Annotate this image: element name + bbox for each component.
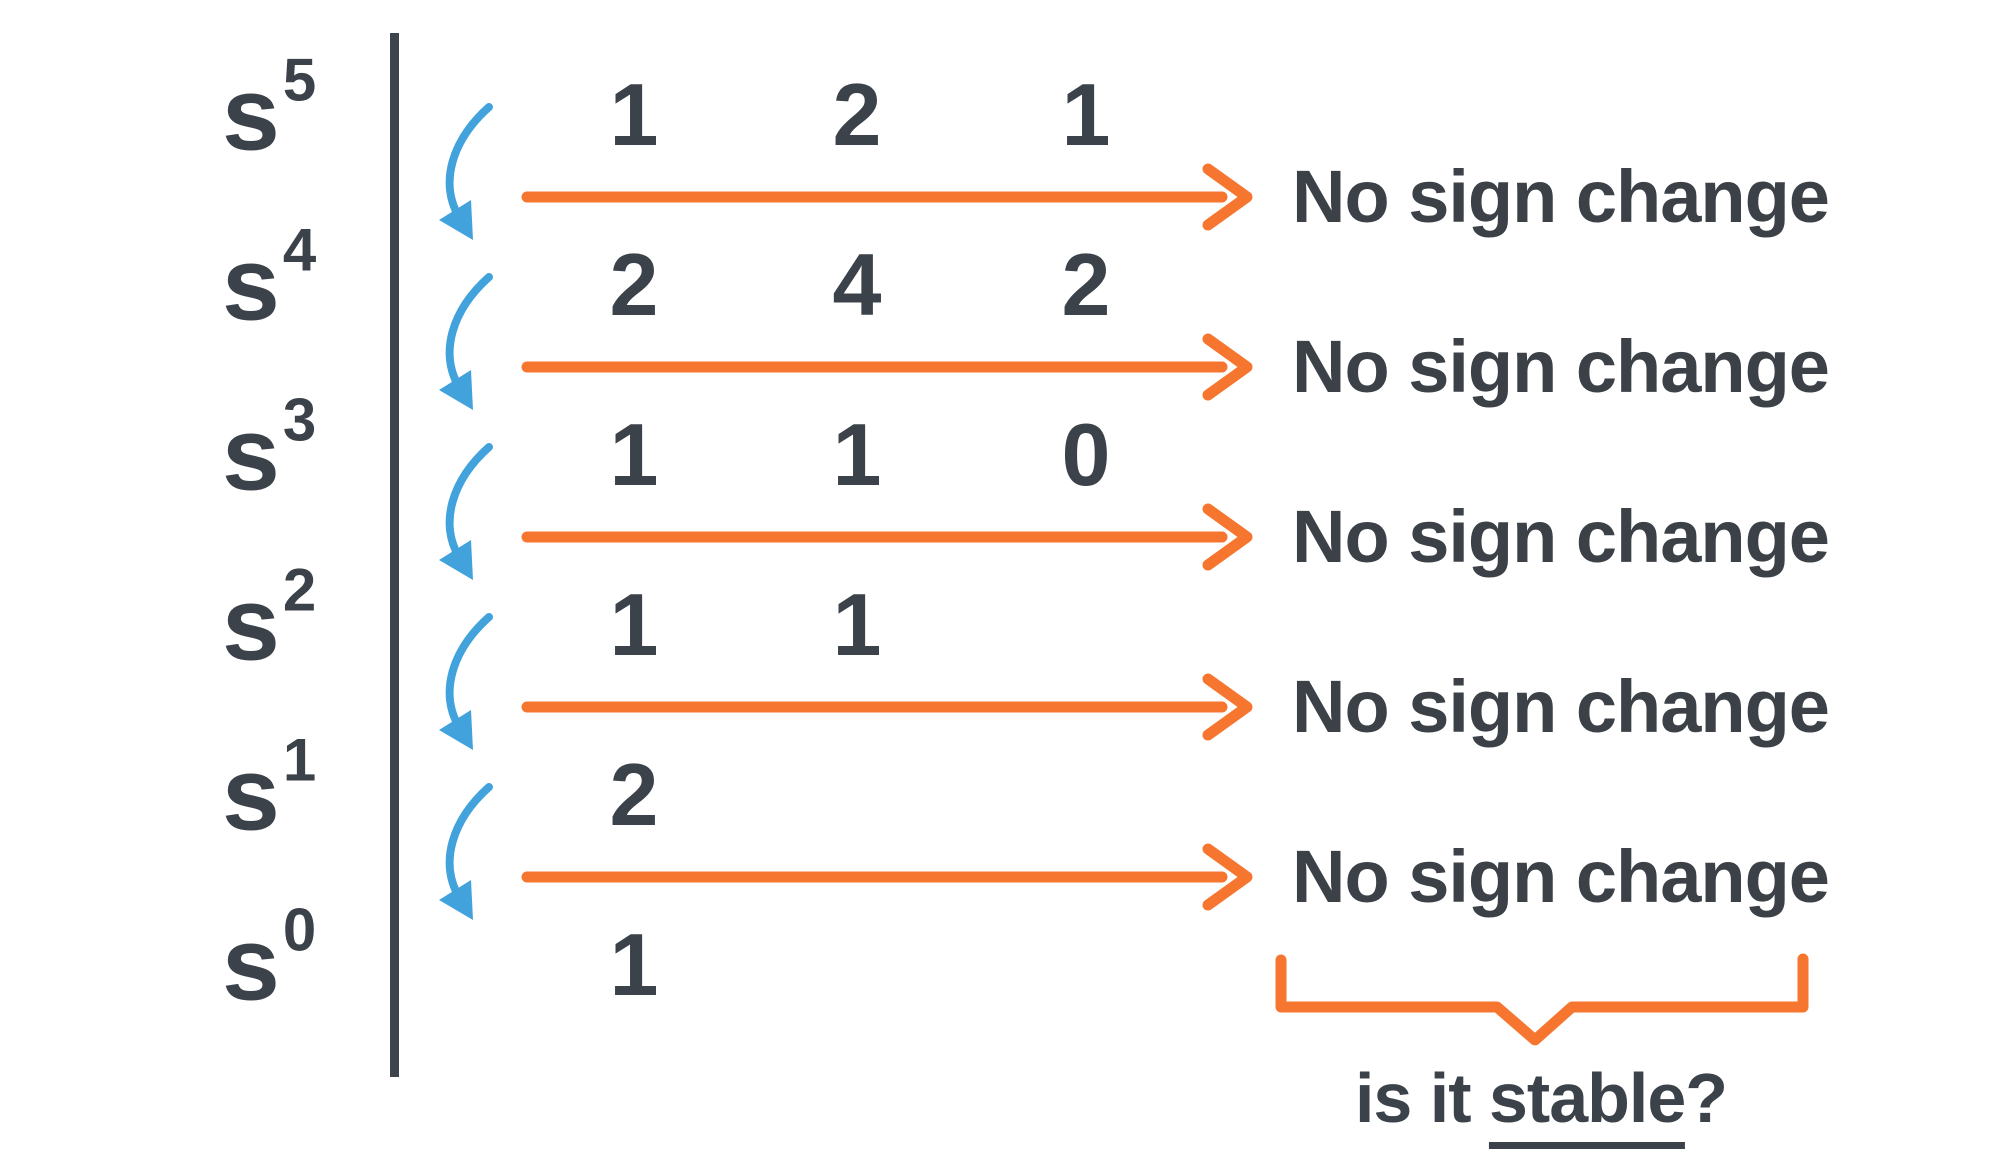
coefficient-cell: 1: [832, 405, 882, 504]
curved-down-arrow-icon: [439, 277, 489, 410]
right-arrow-icon: [527, 509, 1247, 565]
coefficient-cell: 2: [609, 235, 659, 334]
row-label-s2: s 2: [222, 560, 316, 683]
row-label-base: s: [222, 906, 280, 1023]
divider-line: [390, 33, 399, 1077]
coefficient-cell: 1: [609, 915, 659, 1014]
curved-down-arrow-icon: [439, 787, 489, 920]
row-label-exponent: 0: [282, 896, 317, 964]
curved-down-arrow-icon: [439, 617, 489, 750]
sign-change-label: No sign change: [1292, 495, 1830, 578]
question-underlined-word: stable: [1488, 1059, 1686, 1149]
coefficient-cell: 1: [609, 575, 659, 674]
stability-question: is it stable?: [1355, 1059, 1728, 1149]
coefficient-cell: 2: [609, 745, 659, 844]
right-arrow-icon: [527, 679, 1247, 735]
coefficient-cell: 2: [1061, 235, 1111, 334]
right-arrow-icon: [527, 849, 1247, 905]
row-label-exponent: 1: [282, 726, 317, 794]
underbrace-icon: [1275, 953, 1809, 1046]
curved-down-arrow-icon: [439, 107, 489, 240]
sign-change-label: No sign change: [1292, 835, 1830, 918]
row-label-s0: s 0: [222, 900, 316, 1023]
sign-change-label: No sign change: [1292, 325, 1830, 408]
coefficient-cell: 1: [832, 575, 882, 674]
row-label-s3: s 3: [222, 390, 316, 513]
row-label-base: s: [222, 226, 280, 343]
row-label-base: s: [222, 736, 280, 853]
row-label-base: s: [222, 56, 280, 173]
right-arrow-icon: [527, 169, 1247, 225]
row-label-exponent: 4: [282, 216, 317, 284]
row-label-base: s: [222, 396, 280, 513]
question-suffix: ?: [1685, 1059, 1728, 1137]
row-label-s4: s 4: [222, 220, 316, 343]
curved-down-arrow-icon: [439, 447, 489, 580]
sign-change-label: No sign change: [1292, 155, 1830, 238]
row-label-base: s: [222, 566, 280, 683]
row-label-exponent: 5: [282, 46, 317, 114]
coefficient-cell: 1: [609, 405, 659, 504]
right-arrow-icon: [527, 339, 1247, 395]
coefficient-cell: 0: [1061, 405, 1111, 504]
row-label-exponent: 3: [282, 386, 317, 454]
row-label-s1: s 1: [222, 730, 316, 853]
row-label-s5: s 5: [222, 50, 316, 173]
sign-change-label: No sign change: [1292, 665, 1830, 748]
question-prefix: is it: [1354, 1059, 1489, 1137]
coefficient-cell: 1: [609, 65, 659, 164]
coefficient-cell: 1: [1061, 65, 1111, 164]
coefficient-cell: 2: [832, 65, 882, 164]
row-label-exponent: 2: [282, 556, 317, 624]
coefficient-cell: 4: [832, 235, 882, 334]
